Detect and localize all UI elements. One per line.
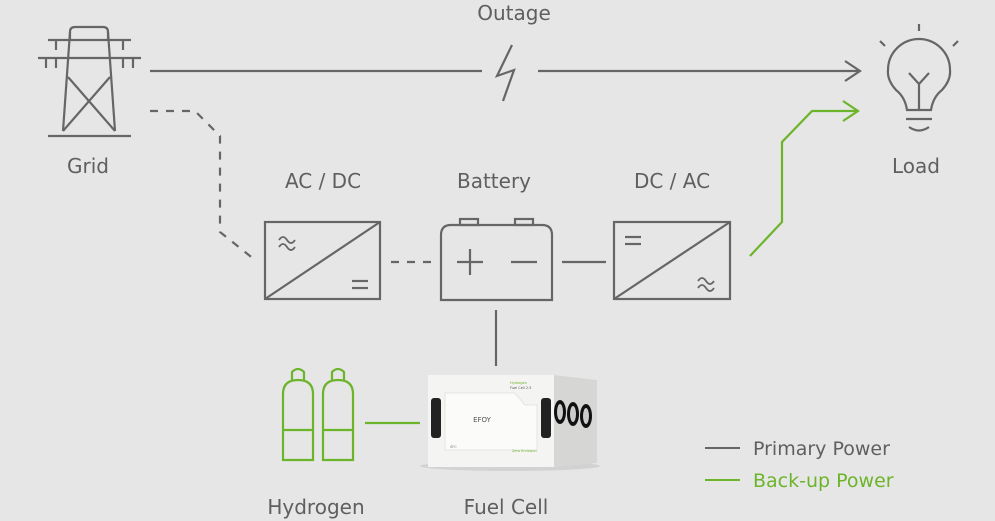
ac-dc-label: AC / DC: [285, 169, 361, 193]
legend: Primary Power Back-up Power: [705, 438, 894, 492]
svg-text:Zero Emission: Zero Emission: [512, 449, 537, 453]
brand-logo: EFOY: [473, 416, 492, 424]
fuel-cell-label: Fuel Cell: [464, 495, 549, 519]
outage-label: Outage: [477, 1, 551, 25]
backup-arrow-head-icon: [842, 100, 860, 122]
fuel-cell-unit-image: EFOY Hydrogen Fuel Cell 2.5 Zero Emissio…: [420, 375, 600, 471]
battery-icon: [439, 217, 554, 302]
power-tower-icon: [38, 25, 141, 138]
ac-dc-converter-icon: [263, 220, 382, 301]
grid-label: Grid: [67, 154, 109, 178]
backup-power-line-to-load: [749, 109, 858, 257]
hydrogen-label: Hydrogen: [267, 495, 364, 519]
load-label: Load: [892, 154, 940, 178]
battery-label: Battery: [457, 169, 531, 193]
arrow-head-icon: [844, 60, 862, 82]
light-bulb-icon: [879, 24, 959, 132]
dc-ac-label: DC / AC: [634, 169, 710, 193]
hydrogen-cylinders-icon: [281, 367, 355, 462]
lightning-icon: [494, 44, 516, 102]
legend-primary-label: Primary Power: [753, 438, 890, 460]
svg-text:Fuel Cell 2.5: Fuel Cell 2.5: [510, 386, 532, 390]
svg-text:SFC: SFC: [450, 445, 457, 449]
grid-to-acdc-dashed-line: [150, 109, 256, 261]
legend-backup-label: Back-up Power: [753, 470, 894, 492]
svg-text:Hydrogen: Hydrogen: [510, 381, 527, 385]
dc-ac-inverter-icon: [612, 220, 732, 301]
